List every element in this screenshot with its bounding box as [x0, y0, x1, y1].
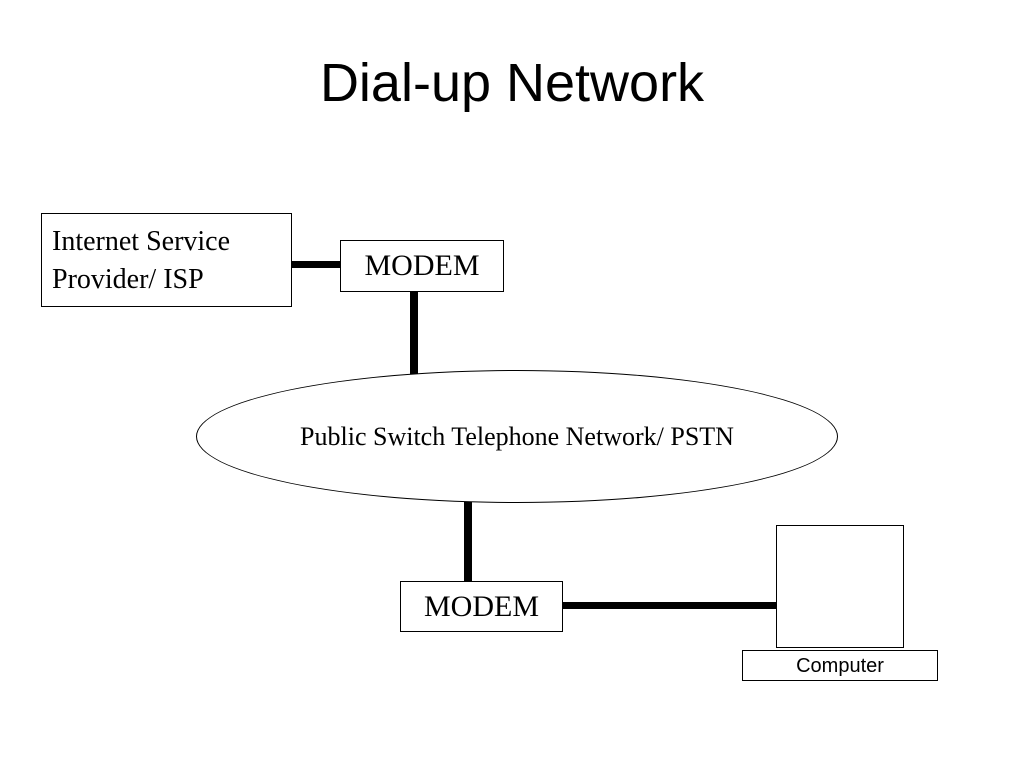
- pstn-label: Public Switch Telephone Network/ PSTN: [300, 421, 734, 451]
- connector-modem-top-to-pstn: [410, 290, 418, 374]
- page-title: Dial-up Network: [319, 53, 705, 113]
- modem-bottom-label: MODEM: [423, 589, 539, 623]
- modem-top-label: MODEM: [364, 249, 480, 282]
- node-public-switch-telephone-network[interactable]: Public Switch Telephone Network/ PSTN: [196, 370, 838, 503]
- node-internet-service-provider[interactable]: Internet Service Provider/ ISP: [41, 213, 292, 307]
- connector-modem-bottom-to-computer: [561, 602, 780, 609]
- node-computer-monitor[interactable]: [776, 525, 904, 648]
- connector-isp-to-modem-top: [289, 261, 344, 268]
- isp-label-line-2: Provider/ ISP: [52, 264, 204, 295]
- isp-label-line-1: Internet Service: [52, 226, 231, 257]
- connector-pstn-to-modem-bottom: [464, 499, 472, 583]
- node-modem-top[interactable]: MODEM: [340, 240, 504, 292]
- computer-label-plate[interactable]: Computer: [742, 650, 938, 681]
- computer-label: Computer: [796, 654, 884, 677]
- node-modem-bottom[interactable]: MODEM: [400, 581, 563, 632]
